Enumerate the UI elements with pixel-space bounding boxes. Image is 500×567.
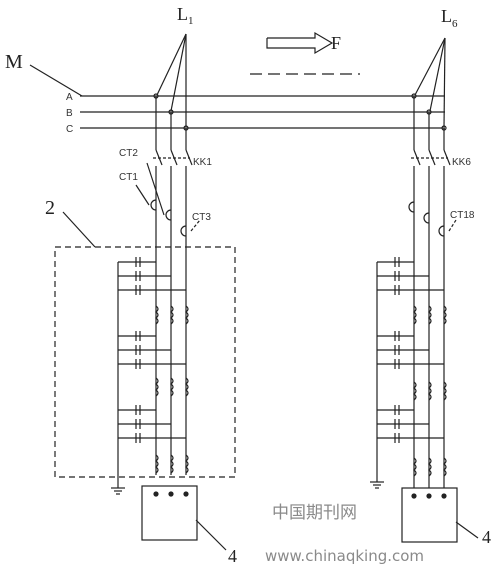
label-m: M — [5, 51, 23, 73]
label-phase-b: B — [66, 108, 73, 119]
box4-left-leader — [195, 519, 227, 551]
label-f: F — [331, 33, 341, 53]
left-feeders — [153, 96, 193, 475]
load-box-right — [401, 487, 458, 543]
watermark-cn: 中国期刊网 — [272, 503, 357, 523]
right-stages — [376, 257, 447, 482]
direction-arrow — [266, 31, 334, 55]
label-l1-sub: 1 — [188, 15, 194, 27]
m-leader — [29, 64, 83, 97]
label-box4-left: 4 — [228, 546, 237, 566]
right-feeders — [411, 96, 451, 488]
ct-coils-right — [408, 201, 457, 237]
label-ct18: CT18 — [450, 210, 475, 221]
label-box2: 2 — [45, 197, 55, 219]
compensation-box — [54, 246, 236, 478]
watermark-url: www.chinaqking.com — [265, 547, 424, 565]
ground-right — [370, 481, 384, 489]
label-l6-sub: 6 — [452, 18, 458, 30]
l6-leaders — [414, 37, 446, 128]
label-box4-right: 4 — [482, 527, 491, 547]
ct-coils-left — [135, 162, 201, 237]
load-box-left — [141, 485, 198, 541]
left-stages — [117, 257, 189, 488]
label-ct1: CT1 — [119, 172, 138, 183]
label-ct3: CT3 — [192, 212, 211, 223]
box4-right-leader — [455, 521, 479, 539]
label-l6: L — [441, 6, 452, 26]
label-kk6: KK6 — [452, 157, 471, 168]
label-phase-c: C — [66, 124, 73, 135]
box2-leader — [62, 211, 96, 248]
label-l1: L — [177, 4, 188, 24]
bus-bars — [80, 93, 447, 131]
label-phase-a: A — [66, 92, 73, 103]
label-kk1: KK1 — [193, 157, 212, 168]
l1-leaders — [156, 33, 187, 127]
ground-left — [111, 487, 125, 495]
label-ct2: CT2 — [119, 148, 138, 159]
